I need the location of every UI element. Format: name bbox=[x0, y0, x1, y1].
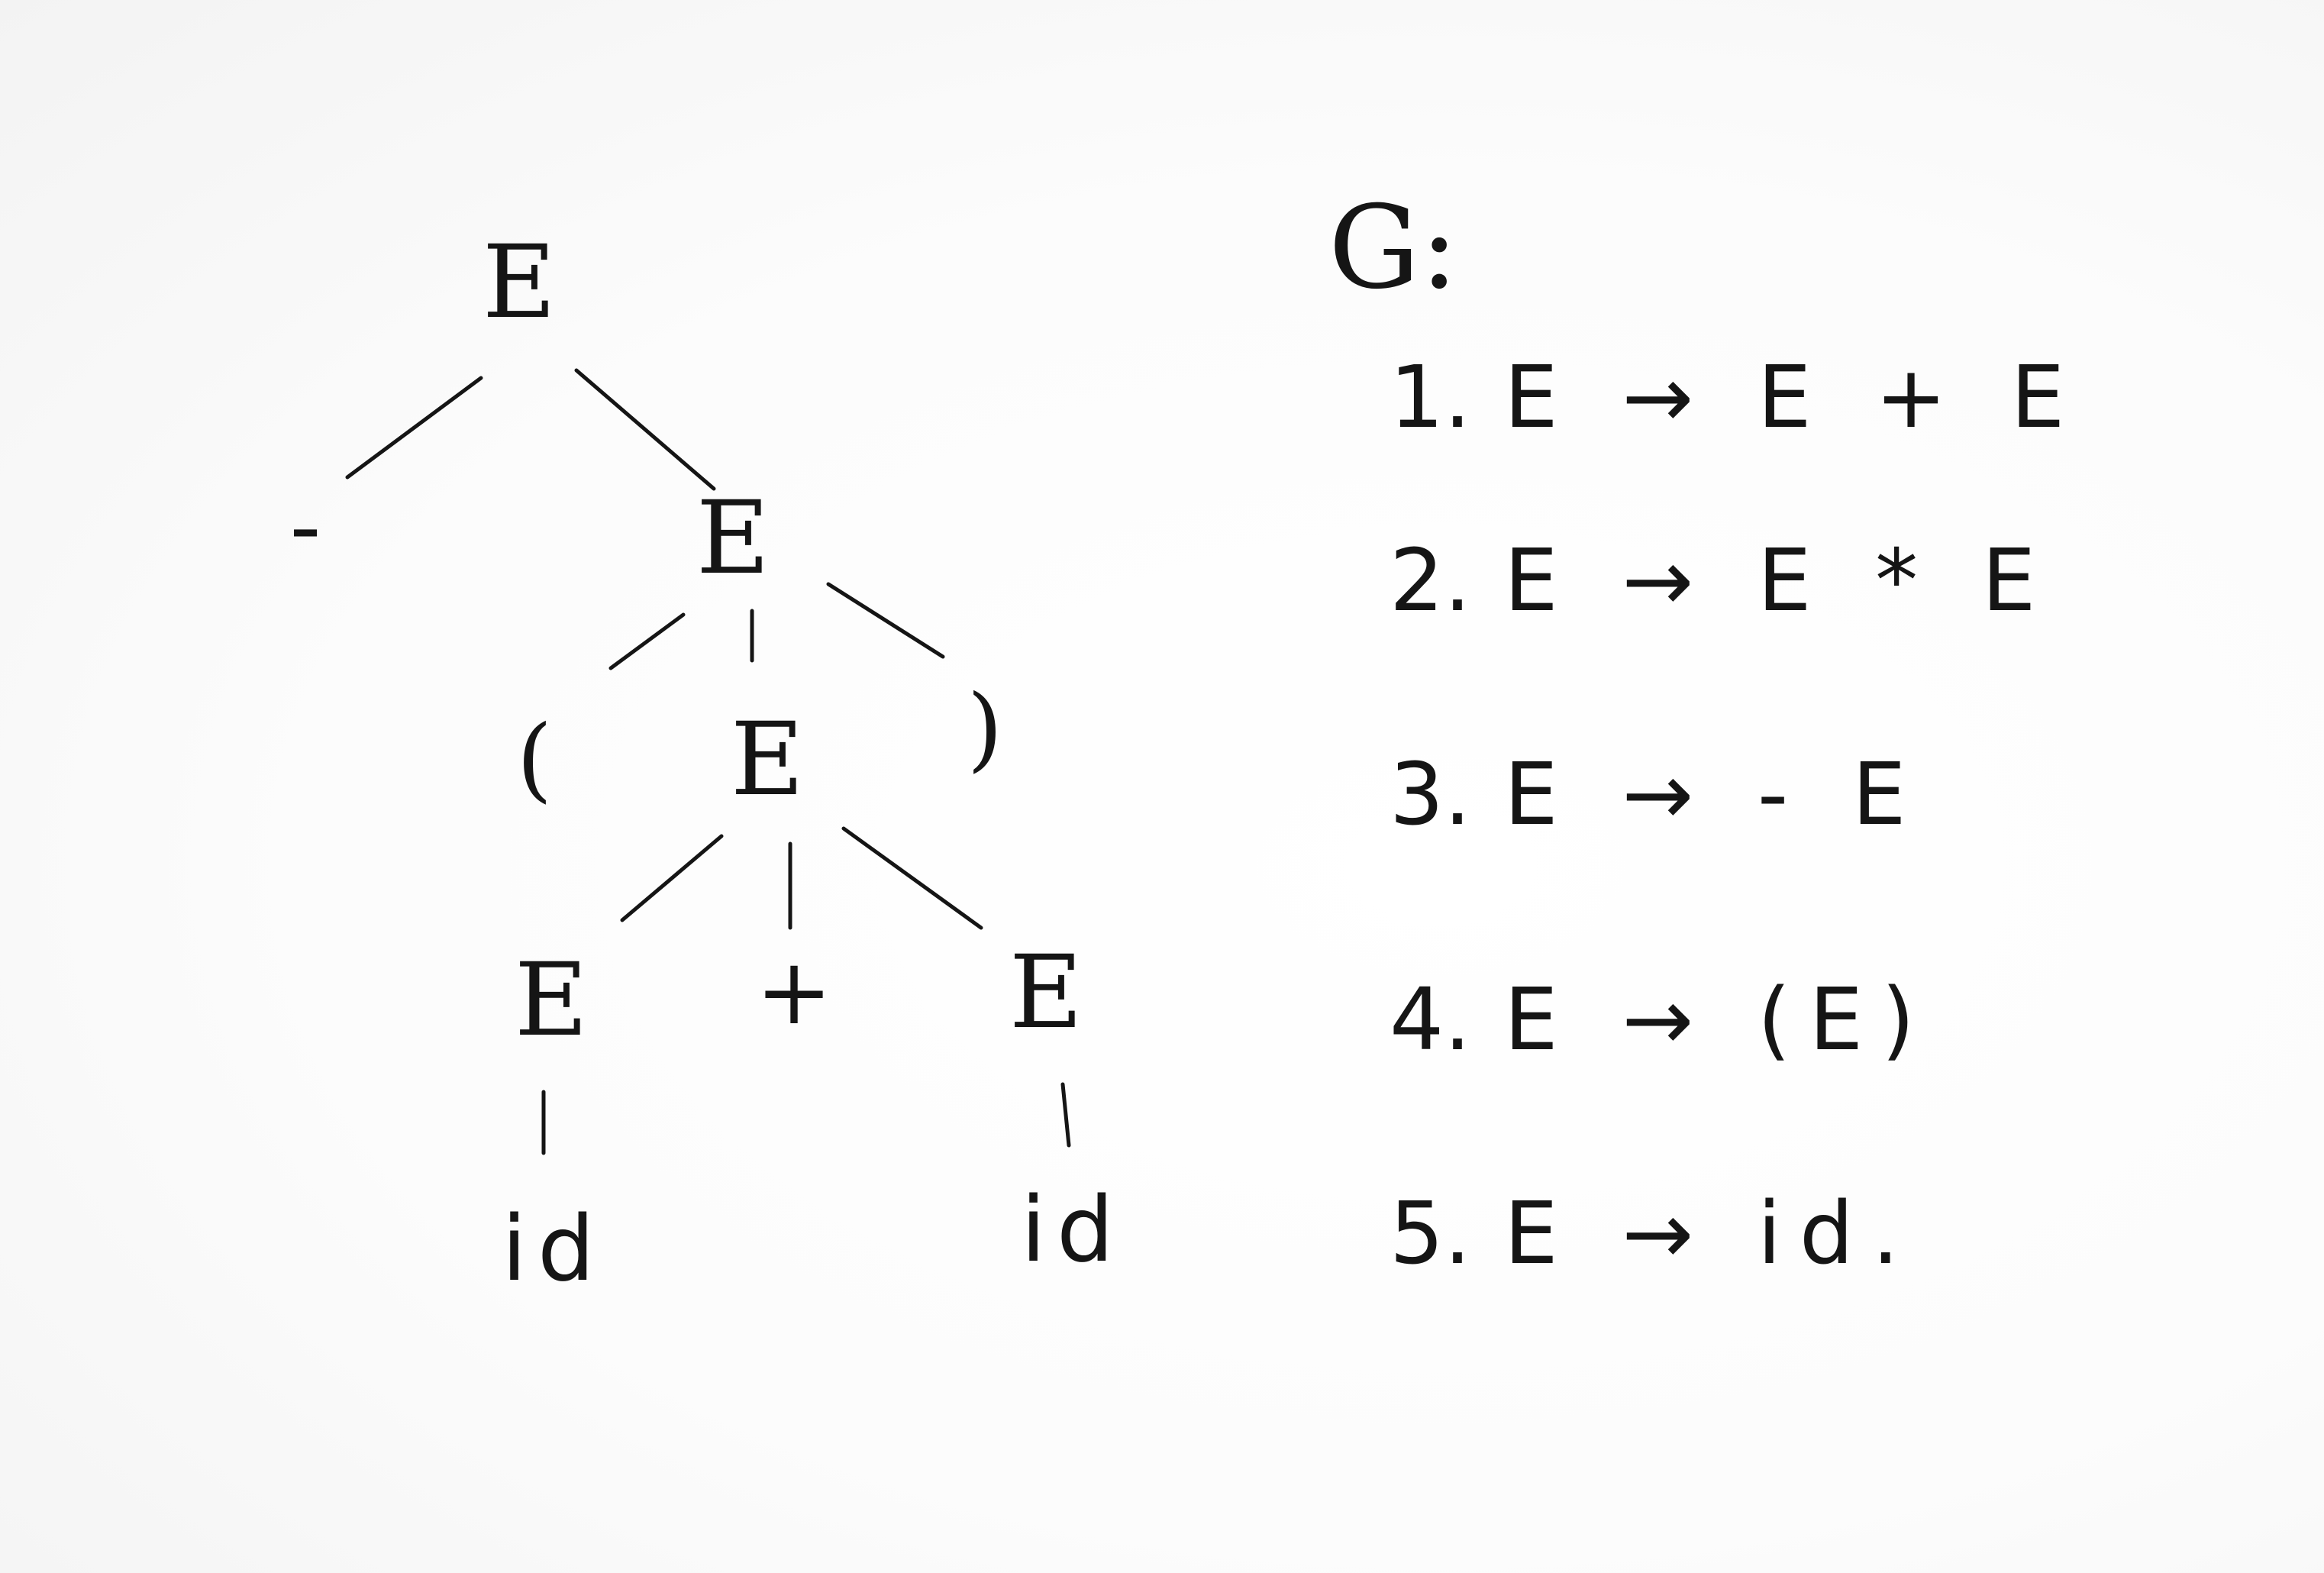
rule-number: 1. bbox=[1390, 348, 1471, 447]
edge-e5-id2 bbox=[1060, 1082, 1071, 1148]
tree-node-minus: - bbox=[289, 473, 321, 580]
rule-production: E → - E bbox=[1504, 745, 1925, 845]
grammar-rule: 1.E → E + E bbox=[1390, 355, 2083, 441]
rule-production: E → E + E bbox=[1504, 348, 2084, 447]
edge-e2-rparen bbox=[826, 582, 945, 659]
tree-node-root: E bbox=[482, 224, 557, 341]
edge-root-e2 bbox=[574, 368, 716, 491]
edge-root-minus bbox=[345, 376, 483, 480]
grammar-title: G: bbox=[1328, 182, 1459, 315]
tree-node-e2: E bbox=[696, 480, 770, 597]
rule-number: 3. bbox=[1390, 745, 1471, 845]
tree-node-e3: E bbox=[730, 701, 805, 819]
rule-production: E → (E) bbox=[1504, 971, 1933, 1070]
rule-number: 5. bbox=[1390, 1184, 1471, 1284]
tree-node-e5: E bbox=[1009, 934, 1083, 1051]
rule-number: 2. bbox=[1390, 531, 1471, 631]
grammar-rule: 4.E → (E) bbox=[1390, 977, 1933, 1063]
grammar-rule: 2.E → E * E bbox=[1390, 538, 2054, 624]
grammar-rule: 3.E → - E bbox=[1390, 752, 1925, 838]
rule-production: E → id. bbox=[1504, 1184, 1918, 1284]
tree-node-e4: E bbox=[514, 942, 589, 1059]
tree-node-id1: id bbox=[502, 1196, 605, 1301]
grammar-rule: 5.E → id. bbox=[1390, 1191, 1918, 1277]
tree-node-plus: + bbox=[755, 939, 833, 1045]
rule-number: 4. bbox=[1390, 971, 1471, 1070]
edge-e3-e5 bbox=[841, 826, 983, 930]
edge-e2-lparen bbox=[608, 612, 686, 670]
edge-e3-e4 bbox=[620, 834, 724, 922]
tree-node-rparen: ) bbox=[967, 676, 1003, 782]
rule-production: E → E * E bbox=[1504, 531, 2054, 631]
tree-node-lparen: ( bbox=[516, 706, 553, 812]
tree-node-id2: id bbox=[1021, 1177, 1125, 1282]
